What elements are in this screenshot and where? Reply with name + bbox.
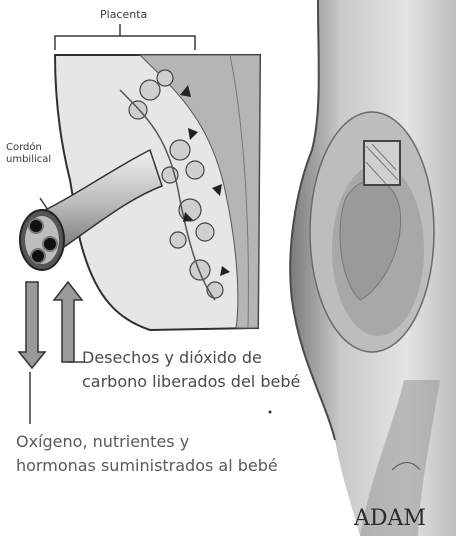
waste-label: Desechos y dióxido de carbono liberados … — [82, 346, 322, 394]
placenta-label-text: Placenta — [100, 8, 147, 21]
dot-mark — [269, 411, 272, 414]
oxygen-label: Oxígeno, nutrientes y hormonas suministr… — [16, 430, 296, 478]
oxygen-label-line2: hormonas suministrados al bebé — [16, 454, 296, 478]
flow-arrows — [19, 282, 82, 368]
umbilical-cord-label: Cordón umbilical — [6, 142, 52, 166]
adam-logo: ADAM — [354, 506, 426, 531]
umbilical-cord-label-line1: Cordón — [6, 142, 52, 154]
placenta-label: Placenta — [100, 8, 147, 21]
waste-label-line1: Desechos y dióxido de — [82, 346, 322, 370]
placenta-bracket — [55, 24, 195, 50]
waste-label-line2: carbono liberados del bebé — [82, 370, 322, 394]
pregnant-body-illustration — [290, 0, 456, 536]
oxygen-label-line1: Oxígeno, nutrientes y — [16, 430, 296, 454]
umbilical-cord-label-line2: umbilical — [6, 154, 52, 166]
adam-logo-text: ADAM — [354, 506, 426, 531]
